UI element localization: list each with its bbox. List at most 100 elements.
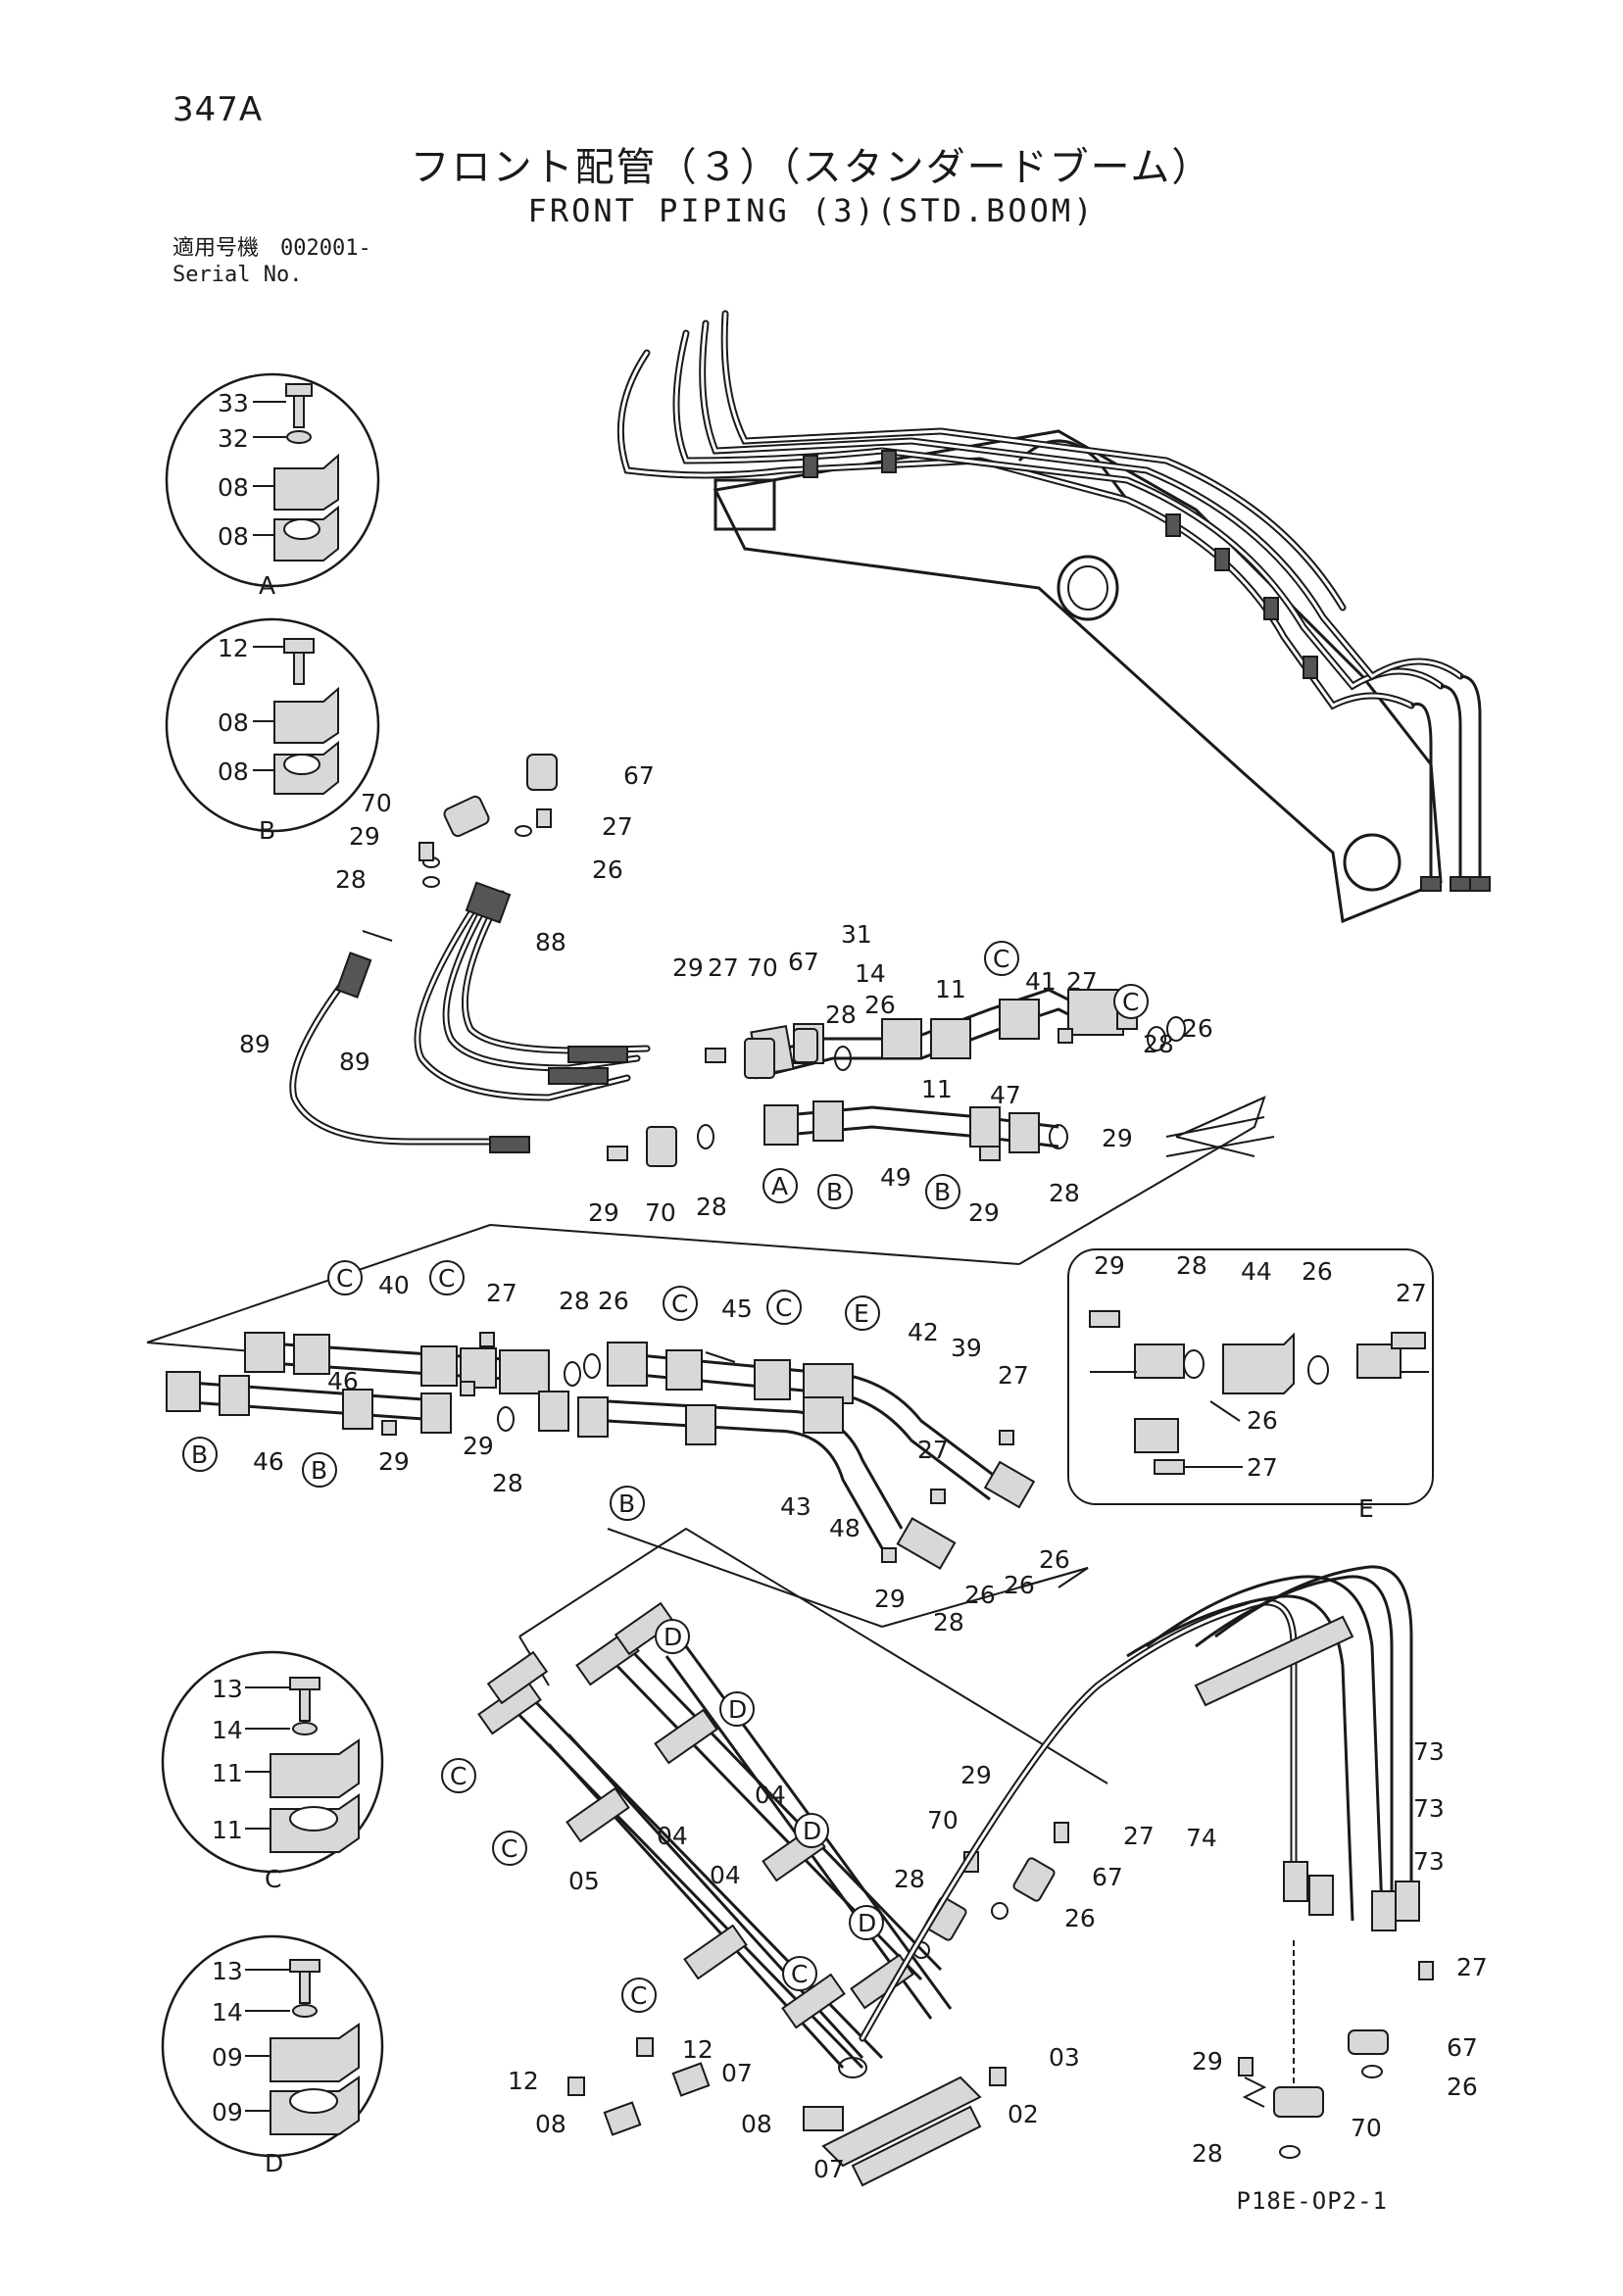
detail-a-part-08-bottom: 08 [218,522,249,551]
callout-12-right: 12 [682,2035,713,2064]
detail-b-part-12: 12 [218,634,249,662]
callout-39: 39 [951,1334,982,1362]
ref-bubble-d-1: D [664,1623,682,1651]
callout-43: 43 [780,1492,812,1521]
callout-26-top: 26 [592,855,623,884]
callout-28-top: 28 [335,865,367,894]
callout-26-mid: 26 [864,991,896,1019]
detail-c-part-11-top: 11 [212,1759,243,1787]
ref-bubble-b-4: B [311,1456,327,1485]
callout-29-top: 29 [349,822,380,851]
callout-28-lower: 28 [894,1865,925,1893]
detail-c-part-14: 14 [212,1716,243,1744]
callout-26-row2: 26 [598,1287,629,1315]
ref-bubble-c-9: C [630,1981,647,2010]
callout-28-arm: 28 [1192,2139,1223,2168]
callout-73-a: 73 [1413,1737,1445,1766]
callout-28-right: 28 [1143,1030,1174,1058]
callout-11-bottom: 11 [921,1075,953,1103]
callout-48: 48 [829,1514,861,1542]
callout-46-upper: 46 [327,1367,359,1395]
ref-bubble-d-3: D [803,1817,821,1845]
callout-42: 42 [908,1318,939,1346]
callout-45: 45 [721,1295,753,1323]
detail-a-part-08-top: 08 [218,473,249,502]
callout-11-top: 11 [935,975,966,1003]
callout-41: 41 [1025,967,1057,996]
callout-28-mid: 28 [825,1001,857,1029]
boom-illustration [616,310,1491,924]
callout-46-lower: 46 [253,1447,284,1476]
detail-b-part-08-bottom: 08 [218,757,249,786]
callout-28-row2-low: 28 [492,1469,523,1497]
detail-e-part-27-bottom: 27 [1247,1453,1278,1482]
callout-29-low-right: 29 [968,1198,1000,1227]
detail-e-part-44: 44 [1241,1257,1272,1286]
upper-hose-group [289,754,651,1153]
ref-bubble-c-2: C [1122,988,1139,1016]
ref-bubble-c-10: C [791,1960,808,1988]
callout-29-right: 29 [1102,1124,1133,1152]
callout-49: 49 [880,1163,911,1192]
callout-70-top: 70 [361,789,392,817]
callout-02: 02 [1008,2100,1039,2128]
callout-28-low: 28 [696,1193,727,1221]
detail-c-part-13: 13 [212,1675,243,1703]
detail-d-letter: D [265,2149,283,2177]
detail-e-part-29: 29 [1094,1251,1125,1280]
callout-74: 74 [1186,1824,1217,1852]
ref-bubble-b-2: B [934,1178,951,1206]
detail-a-letter: A [259,571,275,600]
callout-04-b: 04 [657,1822,688,1850]
callout-12-left: 12 [508,2067,539,2095]
row-1-piping [607,988,1275,1265]
callout-47: 47 [990,1081,1021,1109]
detail-a: 33 32 08 08 A [165,372,380,600]
callout-29-lower: 29 [960,1761,992,1789]
callout-70-arm: 70 [1351,2114,1382,2142]
callout-05: 05 [568,1867,600,1895]
detail-d-part-13: 13 [212,1957,243,1985]
callout-89-inner: 89 [339,1048,370,1076]
callout-26-row2-right: 26 [1039,1545,1070,1574]
arm-pipes [859,1565,1434,2159]
ref-bubble-b-5: B [618,1490,635,1518]
callout-29-row2-low: 29 [874,1585,906,1613]
callout-27-row2: 27 [486,1279,517,1307]
ref-bubble-c-5: C [671,1290,688,1318]
callout-27-row2-right: 27 [998,1361,1029,1390]
callout-08-mid: 08 [741,2110,772,2138]
ref-bubble-c-6: C [775,1294,792,1322]
callout-08-left: 08 [535,2110,566,2138]
callout-28-row2-bottom: 28 [933,1608,964,1637]
callout-67-mid: 67 [788,948,819,976]
ref-bubble-b-1: B [826,1178,843,1206]
callout-67-arm: 67 [1447,2033,1478,2062]
callout-26-row2-low-b: 26 [1004,1571,1035,1599]
detail-e-part-27-top: 27 [1396,1279,1427,1307]
callout-73-c: 73 [1413,1847,1445,1876]
callout-89-outer: 89 [239,1030,270,1058]
serial-label-japanese: 適用号機 002001- [172,236,371,261]
detail-c: 13 14 11 11 C [161,1650,384,1893]
callout-70-mid: 70 [747,953,778,982]
ref-bubble-c-8: C [501,1834,517,1863]
ref-bubble-c-3: C [336,1264,353,1293]
callout-67-lower: 67 [1092,1863,1123,1891]
detail-a-part-32: 32 [218,424,249,453]
detail-e: 29 28 44 26 27 26 27 E [1067,1248,1434,1523]
callout-29-arm: 29 [1192,2047,1223,2076]
callout-14-mid: 14 [855,959,886,988]
drawing-code: P18E-OP2-1 [1236,2187,1388,2215]
detail-d-part-09-bottom: 09 [212,2098,243,2126]
page-title-english: FRONT PIPING (3)(STD.BOOM) [527,192,1096,229]
callout-29-row2-a: 29 [378,1447,410,1476]
callout-29-mid: 29 [672,953,704,982]
callout-27-mid: 27 [708,953,739,982]
callout-29-row2-b: 29 [463,1432,494,1460]
detail-b-letter: B [259,816,275,845]
lower-piping [477,1527,1108,2187]
callout-26-arm: 26 [1447,2073,1478,2101]
callout-27-row2-mid: 27 [917,1436,949,1464]
